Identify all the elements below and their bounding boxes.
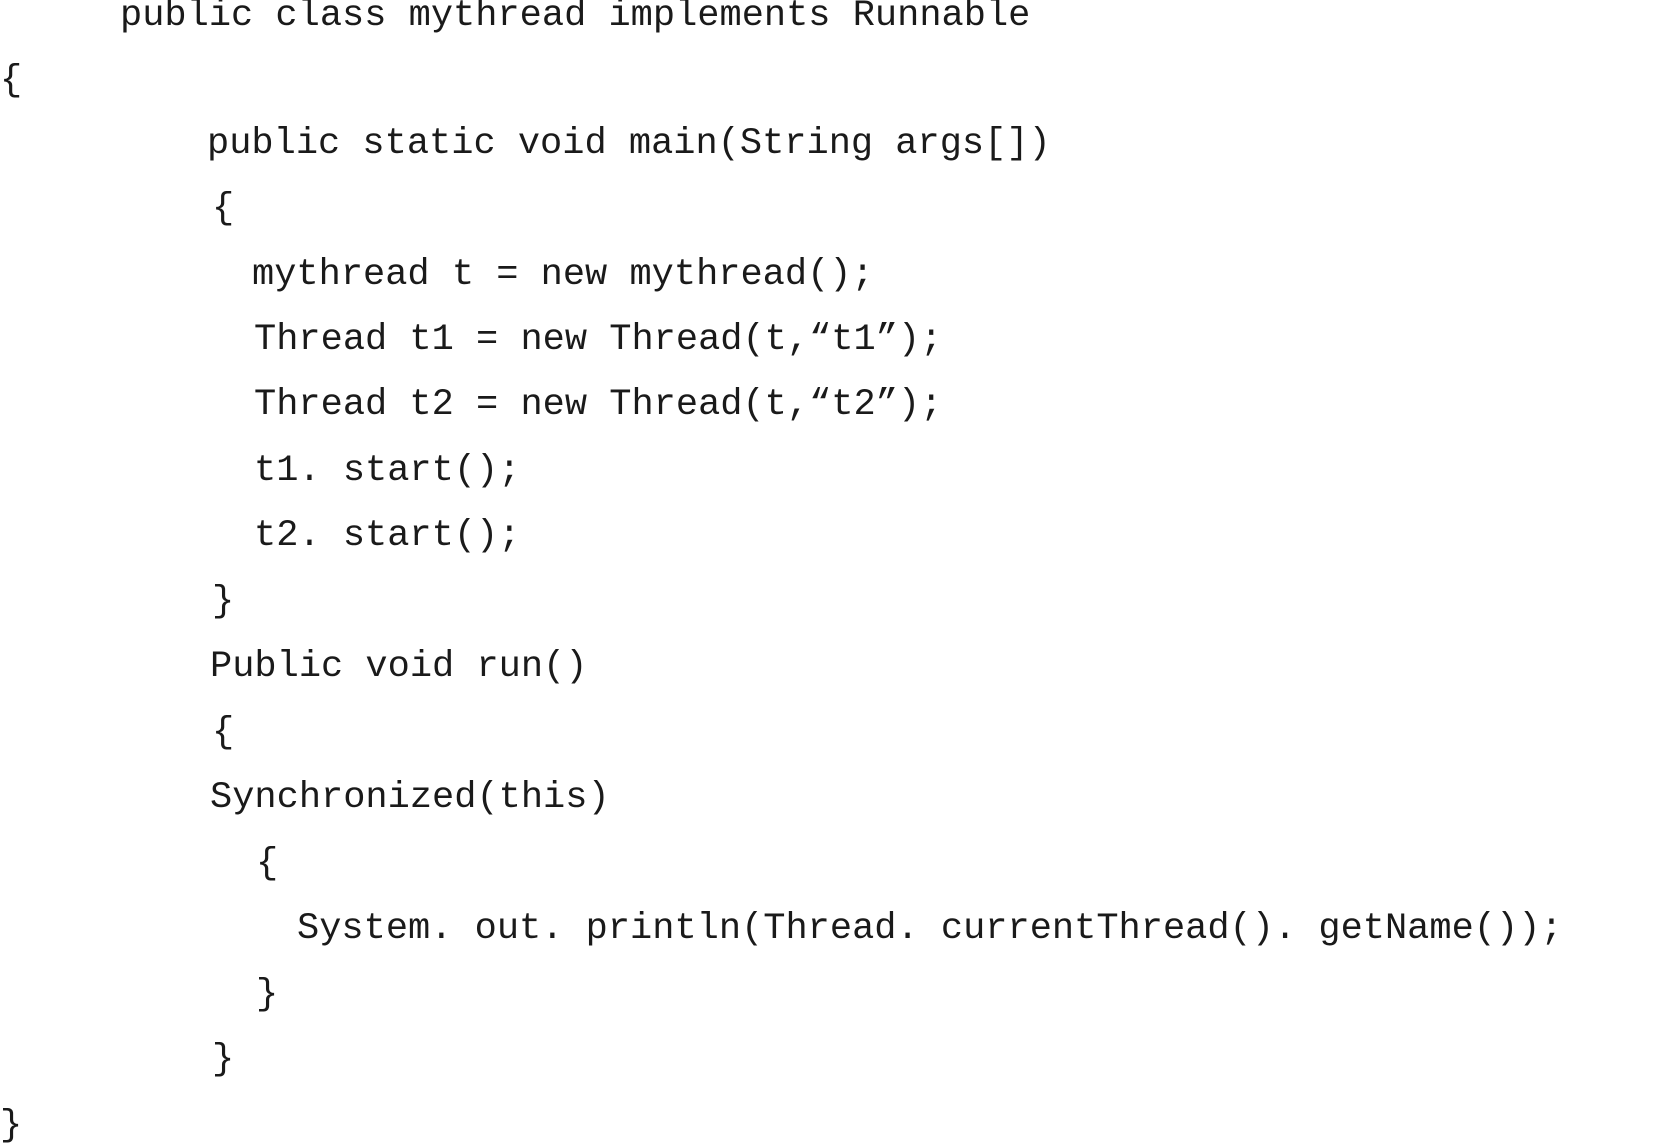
code-line-start-t1: t1. start(); <box>254 450 521 492</box>
code-line-sync-open-brace: { <box>256 843 279 885</box>
code-line-class-open-brace: { <box>0 60 23 102</box>
code-line-sync-close-brace: } <box>256 974 279 1016</box>
code-line-create-t2: Thread t2 = new Thread(t,“t2”); <box>254 384 943 426</box>
code-line-main-close-brace: } <box>212 581 235 623</box>
code-line-main-open-brace: { <box>212 188 235 230</box>
code-line-start-t2: t2. start(); <box>254 515 521 557</box>
code-line-run-open-brace: { <box>212 712 235 754</box>
code-line-synchronized: Synchronized(this) <box>210 777 610 819</box>
code-line-class-close-brace: } <box>0 1105 23 1147</box>
code-line-run-close-brace: } <box>212 1039 235 1081</box>
code-line-println: System. out. println(Thread. currentThre… <box>297 908 1563 950</box>
code-line-run-signature: Public void run() <box>210 646 588 688</box>
code-line-create-mythread: mythread t = new mythread(); <box>252 254 874 296</box>
code-line-create-t1: Thread t1 = new Thread(t,“t1”); <box>254 319 943 361</box>
code-line-class-declaration: public class mythread implements Runnabl… <box>120 0 1031 37</box>
code-line-main-signature: public static void main(String args[]) <box>207 123 1051 165</box>
